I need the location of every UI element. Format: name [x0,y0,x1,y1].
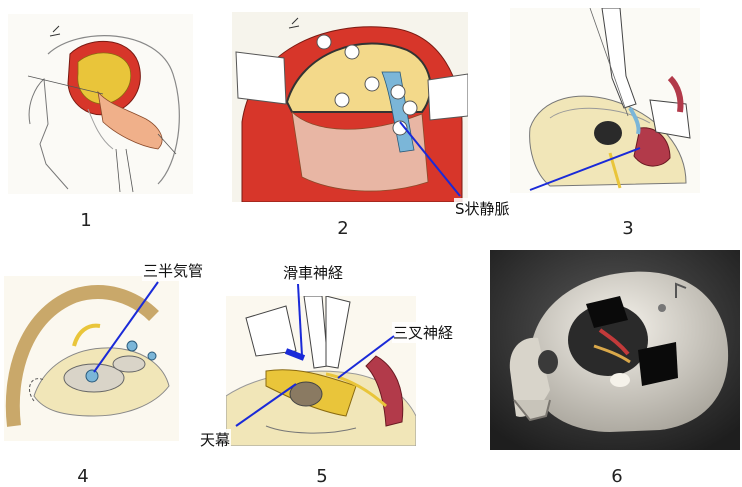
illustration-panel-2 [232,12,468,202]
label-trochlear-nerve: 滑車神経 [282,262,344,283]
illustration-panel-4 [4,276,179,441]
figure-number-1: 1 [71,210,101,231]
label-sigmoid-sinus: S状静脈 [454,198,511,219]
illustration-panel-5 [226,296,416,446]
figure-number-6: 6 [602,466,632,487]
illustration-panel-3 [510,8,700,193]
label-semicircular-canal: 三半気管 [142,260,204,281]
label-trigeminal-nerve: 三叉神経 [392,322,454,343]
illustration-panel-1 [8,14,193,194]
skull-photo-panel-6 [490,250,740,450]
figure-number-2: 2 [328,218,358,239]
figure-number-5: 5 [307,466,337,487]
figure-number-3: 3 [613,218,643,239]
label-tentorium: 天幕 [199,429,231,450]
figure-number-4: 4 [68,466,98,487]
